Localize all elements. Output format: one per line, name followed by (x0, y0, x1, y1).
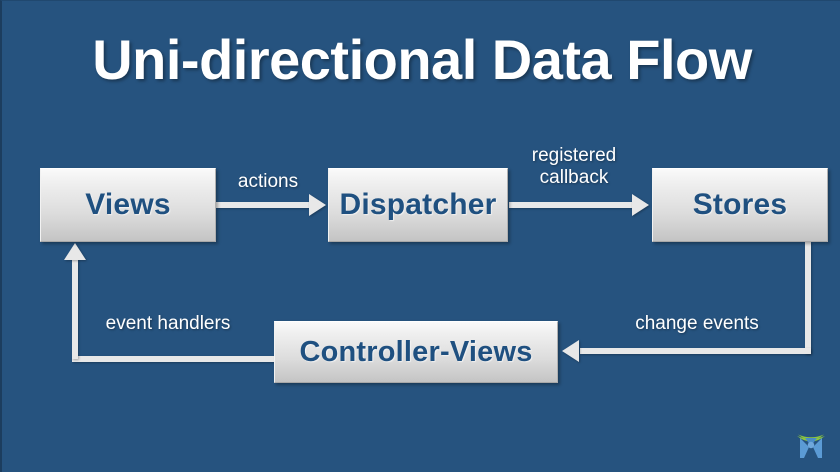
node-controller-views[interactable]: Controller-Views (274, 321, 558, 383)
node-views[interactable]: Views (40, 168, 216, 242)
connector-dispatcher-to-stores (509, 202, 633, 208)
connector-controller-to-left (72, 356, 276, 362)
edge-label-actions: actions (237, 171, 299, 192)
node-dispatcher[interactable]: Dispatcher (328, 168, 508, 242)
connector-left-up-to-views (72, 259, 78, 359)
edge-label-event-handlers: event handlers (105, 313, 231, 334)
edge-label-change-events: change events (635, 313, 759, 334)
edge-label-registered-callback: registered callback (531, 145, 617, 188)
arrowhead-to-views (64, 243, 86, 260)
node-stores[interactable]: Stores (652, 168, 828, 242)
connector-stores-to-controller (580, 348, 811, 354)
arrowhead-to-dispatcher (309, 194, 326, 216)
arrowhead-to-stores (632, 194, 649, 216)
connector-stores-down (805, 242, 811, 354)
connector-views-to-dispatcher (216, 202, 310, 208)
arrowhead-to-controller-views (562, 340, 579, 362)
company-logo-icon (797, 434, 825, 458)
page-title: Uni-directional Data Flow (92, 28, 752, 91)
